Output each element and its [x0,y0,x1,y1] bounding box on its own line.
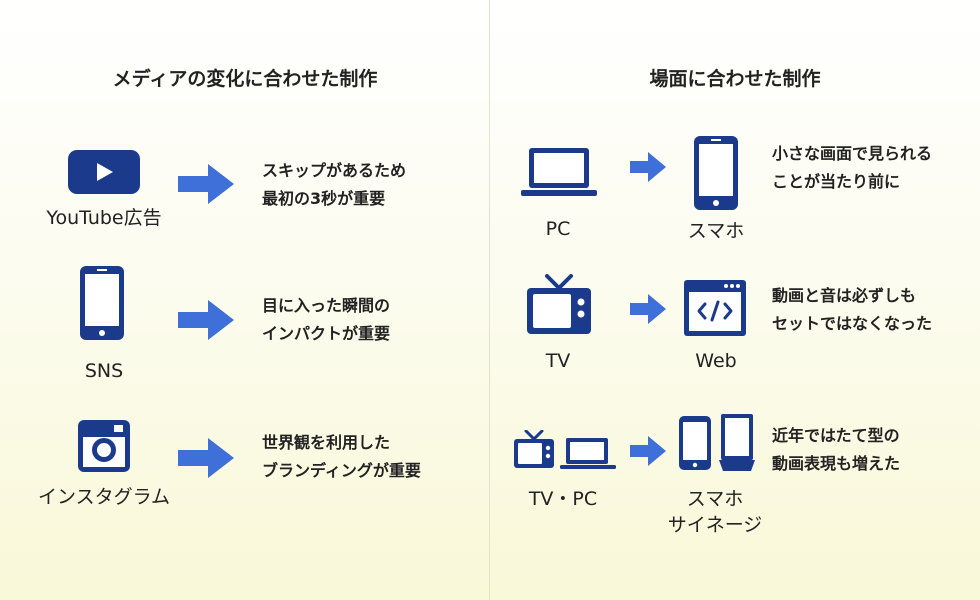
sns-desc: 目に入った瞬間の インパクトが重要 [262,296,391,343]
youtube-desc: スキップがあるため 最初の3秒が重要 [262,161,407,208]
smartphone-icon [694,136,738,210]
tv-and-laptop-icon [514,430,616,469]
small-smartphone-icon [679,416,711,470]
instagram-desc: 世界観を利用した ブランディングが重要 [262,433,421,480]
sns-label: SNS [84,360,124,382]
instagram-label: インスタグラム [37,486,171,508]
youtube-icon [68,150,140,194]
arrow-right-icon [178,300,234,340]
arrow-right-icon [630,436,666,466]
web-label: Web [695,350,737,372]
smartphone-and-signage-icon [679,414,755,471]
browser-code-icon [684,280,746,336]
laptop-icon [521,148,597,196]
arrow-right-icon [630,152,666,182]
tv-icon [527,274,591,334]
smartphone-signage-label: スマホ サイネージ [667,488,763,536]
tv-label: TV [545,350,571,372]
small-laptop-icon [560,438,616,469]
pc-label: PC [545,218,571,240]
tv-pc-to-smartphone-signage-desc: 近年ではたて型の 動画表現も増えた [772,426,901,473]
smartphone-icon [80,266,124,340]
digital-signage-icon [719,414,755,471]
arrow-right-icon [178,164,234,204]
tv-to-web-desc: 動画と音は必ずしも セットではなくなった [772,286,933,333]
arrow-right-icon [630,294,666,324]
youtube-ad-label: YouTube広告 [46,207,162,229]
arrow-right-icon [178,438,234,478]
right-title: 場面に合わせた制作 [649,68,821,90]
small-tv-icon [514,430,554,468]
column-divider [489,0,490,600]
tv-pc-label: TV・PC [528,488,598,510]
smartphone-label: スマホ [687,220,745,242]
pc-to-smartphone-desc: 小さな画面で見られる ことが当たり前に [772,144,933,191]
instagram-icon [78,420,130,472]
left-title: メディアの変化に合わせた制作 [112,68,378,90]
